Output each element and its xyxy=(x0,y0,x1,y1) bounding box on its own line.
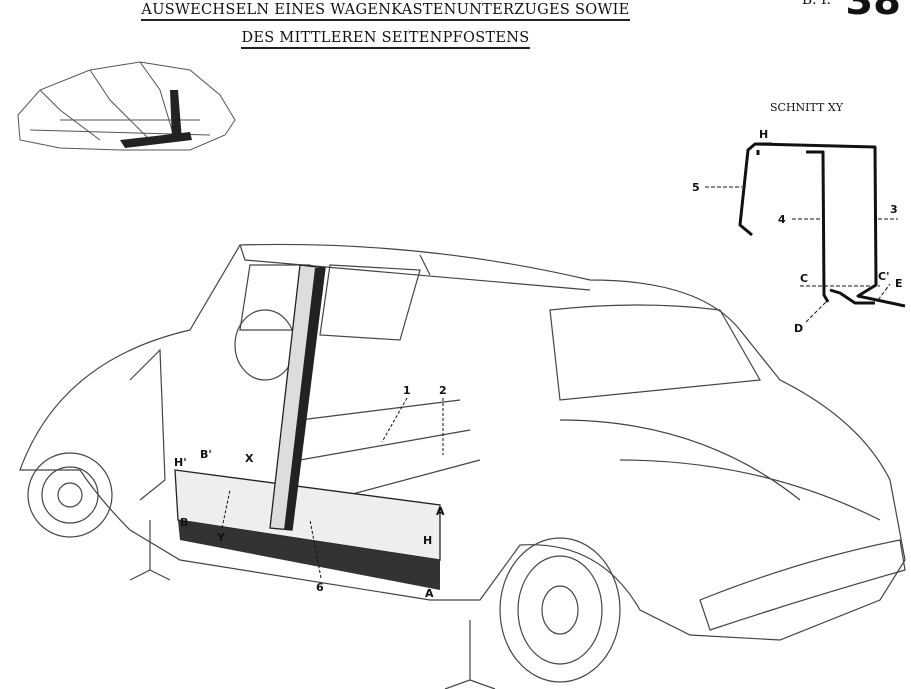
label-h: H xyxy=(423,534,432,547)
label-x: X xyxy=(245,452,254,465)
section-label-5: 5 xyxy=(692,181,700,194)
section-label-d: D xyxy=(794,322,803,335)
section-label-3: 3 xyxy=(890,203,898,216)
label-part-2: 2 xyxy=(439,384,447,397)
title-line-2: DES MITTLEREN SEITENPFOSTENS xyxy=(0,30,841,49)
label-a-upper: A xyxy=(436,505,445,518)
section-label-h: H xyxy=(759,128,768,141)
label-b-prime: B' xyxy=(200,448,212,461)
label-part-6: 6 xyxy=(316,581,324,594)
section-label-c: C xyxy=(800,272,808,285)
section-label-4: 4 xyxy=(778,213,786,226)
label-a-lower: A xyxy=(425,587,434,600)
label-part-1: 1 xyxy=(403,384,411,397)
label-y: Y xyxy=(216,531,226,544)
page-number: 38 xyxy=(845,0,901,24)
page-reference: B. I. xyxy=(801,0,831,8)
section-label-e: E xyxy=(895,277,903,290)
section-title: SCHNITT XY xyxy=(770,101,843,114)
section-label-c-prime: C' xyxy=(878,270,889,283)
label-h-prime: H' xyxy=(174,456,187,469)
title-line-1: AUSWECHSELN EINES WAGENKASTENUNTERZUGES … xyxy=(0,2,841,21)
label-b: B xyxy=(180,516,188,529)
